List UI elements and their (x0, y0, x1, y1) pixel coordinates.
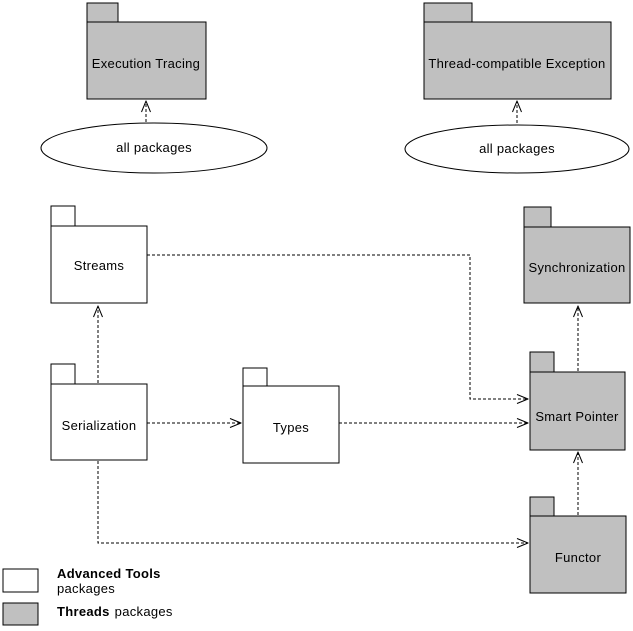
dependency-edges (98, 101, 578, 543)
package-label: Execution Tracing (92, 56, 200, 71)
legend-advanced-tools-swatch (2, 568, 39, 593)
legend-advanced-tools-subtitle: packages (57, 581, 115, 596)
package-body (529, 371, 626, 451)
package-types: Types (242, 367, 340, 464)
package-label: Serialization (62, 418, 137, 433)
ellipse-shape (40, 122, 268, 174)
legend-threads-suffix: packages (115, 604, 173, 619)
package-body (423, 21, 612, 100)
package-body (529, 515, 627, 594)
package-tab (242, 367, 268, 387)
legend-threads-label: Threads packages (57, 604, 173, 619)
package-smart-pointer: Smart Pointer (529, 351, 626, 451)
dependency-serialization-to-functor (97, 461, 528, 543)
package-execution-tracing: Execution Tracing (86, 2, 207, 100)
ellipse-all-packages-right: all packages (404, 124, 630, 174)
package-label: Synchronization (529, 260, 626, 275)
package-tab (529, 351, 555, 373)
legend-threads-title: Threads (57, 604, 110, 619)
ellipse-shape (404, 124, 630, 174)
package-body (50, 225, 148, 304)
package-tab (50, 363, 76, 385)
ellipse-label: all packages (116, 140, 192, 155)
package-label: Thread-compatible Exception (428, 56, 605, 71)
package-tab (529, 496, 555, 517)
package-body (242, 385, 340, 464)
package-label: Smart Pointer (535, 409, 619, 424)
package-tab (50, 205, 76, 227)
package-streams: Streams (50, 205, 148, 304)
package-body (50, 383, 148, 461)
package-thread-compatible-exception: Thread-compatible Exception (423, 2, 612, 100)
package-tab (86, 2, 119, 23)
legend-advanced-tools-title: Advanced Tools (57, 566, 161, 581)
package-label: Functor (555, 550, 602, 565)
ellipse-all-packages-left: all packages (40, 122, 268, 174)
package-tab (423, 2, 473, 23)
legend: Advanced Tools packages Threads packages (2, 566, 173, 626)
dependency-streams-to-smart-pointer (147, 254, 528, 399)
package-label: Types (273, 420, 309, 435)
package-serialization: Serialization (50, 363, 148, 461)
package-label: Streams (74, 258, 125, 273)
package-functor: Functor (529, 496, 627, 594)
package-body (86, 21, 207, 100)
legend-threads-swatch (2, 602, 39, 626)
ellipse-label: all packages (479, 141, 555, 156)
package-body (523, 226, 631, 304)
package-synchronization: Synchronization (523, 206, 631, 304)
package-tab (523, 206, 552, 228)
